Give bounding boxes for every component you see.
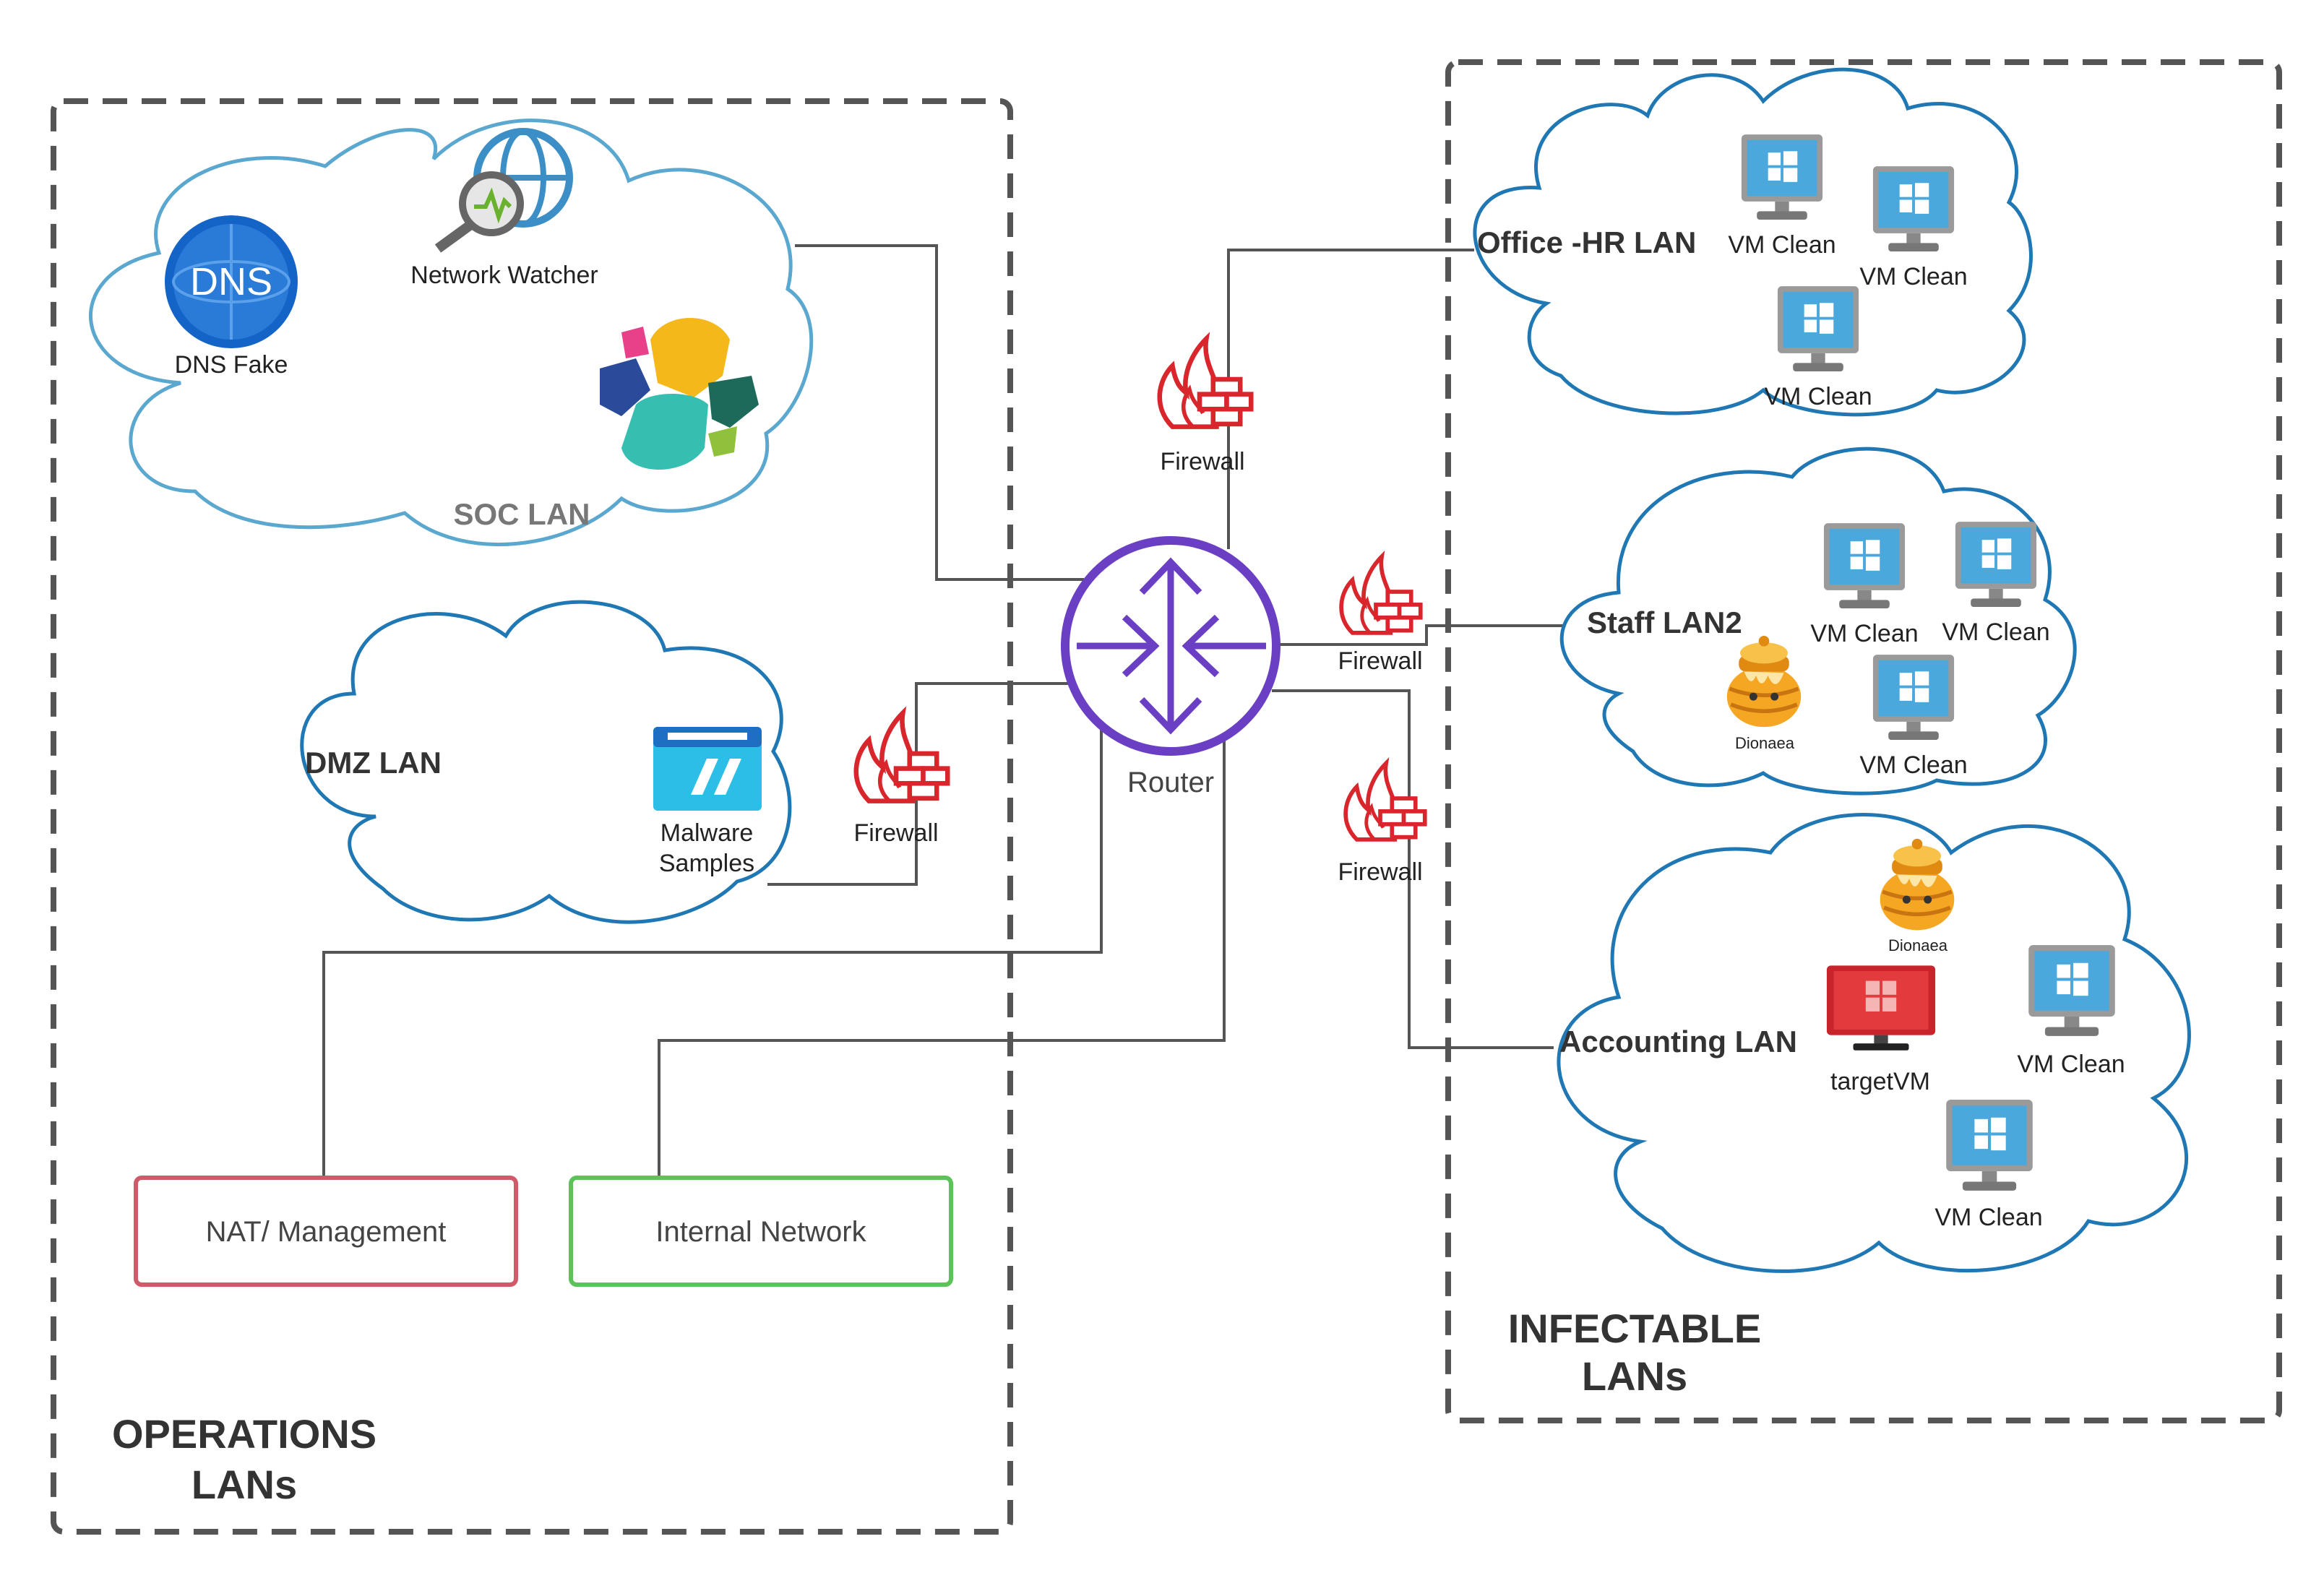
network-watcher-icon (434, 128, 573, 253)
infectable-title-line2: LANs (1582, 1353, 1687, 1399)
nat-management-label: NAT/ Management (206, 1216, 447, 1248)
firewall-label: Firewall (1160, 448, 1244, 475)
internal-network-box[interactable] (569, 1176, 953, 1287)
operations-title-line2: LANs (191, 1462, 297, 1507)
vm-label: VM Clean (1942, 618, 2049, 646)
dns-icon-text: DNS (190, 260, 272, 303)
target-vm-label: targetVM (1830, 1068, 1930, 1095)
firewall-icon (1341, 556, 1421, 633)
malware-label-line2: Samples (659, 850, 754, 877)
dns-fake-label: DNS Fake (175, 351, 288, 379)
router-icon[interactable] (1061, 536, 1281, 756)
soc-lan-title: SOC LAN (454, 497, 590, 531)
vm-label: VM Clean (1764, 383, 1872, 410)
dmz-lan-cloud (300, 600, 792, 924)
network-watcher-label: Network Watcher (410, 262, 598, 289)
office-hr-lan-cloud (1473, 67, 2033, 417)
accounting-lan-title: Accounting LAN (1559, 1025, 1797, 1059)
malware-samples-icon (653, 727, 762, 811)
vm-label: VM Clean (1859, 751, 1967, 779)
office-hr-lan-title: Office -HR LAN (1477, 225, 1696, 259)
nat-management-box[interactable] (134, 1176, 518, 1287)
malware-label-line1: Malware (660, 819, 753, 847)
dmz-lan-title: DMZ LAN (305, 746, 442, 780)
infectable-lans-frame (1445, 59, 2282, 1423)
connections (322, 244, 1584, 1176)
dns-icon: DNS (165, 215, 298, 348)
firewall-label: Firewall (853, 819, 938, 847)
operations-title-line1: OPERATIONS (112, 1411, 376, 1457)
honeypot-label: Dionaea (1735, 734, 1795, 752)
firewall-icon (1346, 763, 1425, 840)
infectable-title-line1: INFECTABLE (1508, 1306, 1762, 1351)
internal-network-label: Internal Network (655, 1216, 866, 1248)
vm-label: VM Clean (1859, 263, 1967, 290)
vm-label: VM Clean (2017, 1051, 2125, 1078)
router-label: Router (1127, 767, 1214, 798)
firewall-icon (1160, 339, 1252, 427)
vm-label: VM Clean (1728, 231, 1835, 259)
firewall-label: Firewall (1338, 647, 1422, 675)
honeypot-label: Dionaea (1888, 936, 1948, 954)
operations-lans-frame (51, 98, 1013, 1535)
vm-label: VM Clean (1810, 620, 1918, 647)
vm-label: VM Clean (1934, 1204, 2042, 1231)
staff-lan2-title: Staff LAN2 (1587, 605, 1742, 639)
firewall-label: Firewall (1338, 858, 1422, 886)
elastic-logo-icon (600, 318, 759, 470)
firewall-icon (856, 713, 948, 801)
